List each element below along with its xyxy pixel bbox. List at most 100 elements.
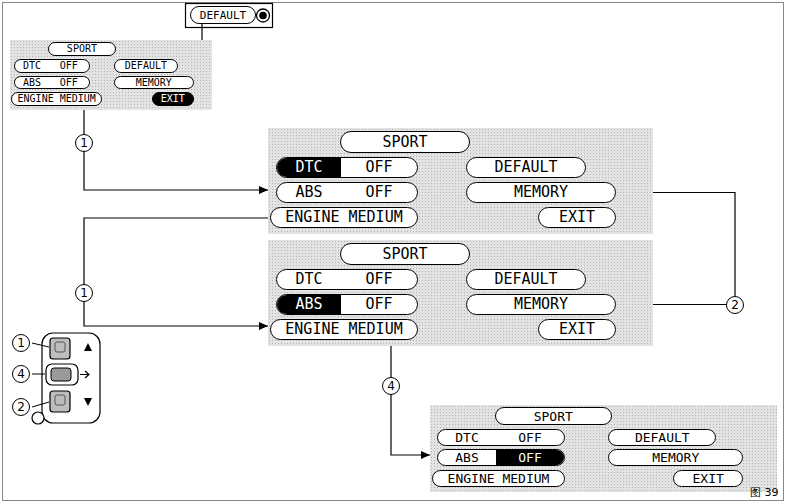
menu-button: DTC OFF [14,59,89,73]
leader-line [32,343,49,347]
menu-label: DTC [455,431,478,444]
menu-label: EXIT [693,472,724,485]
menu-button: ENGINE MEDIUM [270,207,418,228]
menu-label: ENGINE MEDIUM [18,94,96,104]
button-segment: DTC [15,60,49,72]
button-segment: ABS [438,450,496,465]
menu-label: DEFAULT [494,272,557,287]
button-segment: EXIT [539,208,615,227]
menu-label: EXIT [559,210,595,225]
menu-value: OFF [365,185,392,200]
menu-button: ENGINE MEDIUM [270,319,418,340]
callout-number: 2 [12,398,30,416]
menu-label: MEMORY [652,451,699,464]
menu-button: MEMORY [466,294,616,315]
switch-illustration [32,333,100,424]
menu-button: DEFAULT [114,59,178,73]
screen-header: SPORT [340,243,470,265]
toggle-knob [51,368,71,381]
menu-button: ABS OFF [276,294,418,315]
button-segment: EXIT [153,93,193,105]
menu-value: OFF [518,431,541,444]
menu-screen: SPORT DTC OFF ABS OFF ENGINE MEDIUM DEFAULT MEM… [268,240,653,346]
down-button-mark [55,395,65,405]
button-segment: DEFAULT [467,270,585,289]
down-triangle [84,398,92,406]
menu-label: MEMORY [514,185,568,200]
button-segment: OFF [49,77,89,89]
menu-value: OFF [365,160,392,175]
menu-label: DEFAULT [200,10,246,21]
screen-title: SPORT [534,410,573,423]
up-triangle [84,343,92,351]
toggle-arrow [80,371,89,378]
button-segment: ABS [277,183,341,202]
button-segment: OFF [341,183,417,202]
leader-line [32,374,45,375]
callout-number: 1 [75,284,93,302]
toggle-switch [46,364,78,385]
switch-housing [42,333,100,423]
button-segment: DEFAULT [191,7,255,23]
screen-header: SPORT [48,42,116,57]
button-segment: OFF [341,158,417,177]
menu-label: ENGINE MEDIUM [285,210,402,225]
menu-label: DEFAULT [494,160,557,175]
leader-line [32,402,49,407]
menu-label: EXIT [559,322,595,337]
down-button [50,391,70,412]
button-segment: DEFAULT [115,60,177,72]
button-segment: DTC [277,158,341,177]
indicator-dot [259,12,267,20]
flow-arrow [391,346,430,455]
indicator-ring [257,9,270,22]
button-segment: MEMORY [467,183,615,202]
screen-title: SPORT [67,44,97,54]
menu-button: EXIT [673,470,743,487]
menu-button: DEFAULT [608,429,716,446]
menu-label: DTC [23,61,41,71]
menu-value: OFF [365,297,392,312]
menu-button: MEMORY [114,76,194,90]
button-segment: EXIT [674,471,742,486]
menu-label: ABS [295,185,322,200]
menu-value: OFF [60,61,78,71]
callout-frame [186,4,273,28]
menu-button: DEFAULT [466,269,586,290]
menu-button: DTC OFF [276,157,418,178]
flow-arrow [84,110,268,190]
menu-button: DTC OFF [437,429,565,446]
button-segment: ENGINE MEDIUM [12,93,101,105]
menu-label: MEMORY [514,297,568,312]
menu-value: OFF [60,78,78,88]
button-segment: OFF [496,450,564,465]
screen-title: SPORT [382,135,427,150]
figure-number: 图 39 [750,487,779,498]
menu-button: DTC OFF [276,269,418,290]
button-segment: DTC [438,430,496,445]
switch-screw [32,412,44,424]
menu-value: OFF [365,272,392,287]
figure-frame [3,3,784,501]
menu-screen: SPORT DTC OFF ABS OFF ENGINE MEDIUM DEFAULT MEM… [430,405,777,492]
menu-label: DEFAULT [125,61,167,71]
button-segment: ENGINE MEDIUM [433,471,564,486]
menu-button: DEFAULT [466,157,586,178]
menu-button: MEMORY [466,182,616,203]
up-button-mark [55,342,65,352]
menu-button: ENGINE MEDIUM [11,92,102,106]
callout-number: 2 [726,296,744,314]
button-segment: OFF [341,270,417,289]
menu-button: ENGINE MEDIUM [432,470,565,487]
button-segment: OFF [496,430,564,445]
button-segment: MEMORY [467,295,615,314]
menu-button: EXIT [152,92,194,106]
button-segment: ABS [277,295,341,314]
callout-box: DEFAULT [190,6,256,24]
menu-label: ENGINE MEDIUM [448,472,550,485]
button-segment: OFF [49,60,89,72]
menu-label: DTC [295,272,322,287]
button-segment: ABS [15,77,49,89]
menu-label: ABS [455,451,478,464]
